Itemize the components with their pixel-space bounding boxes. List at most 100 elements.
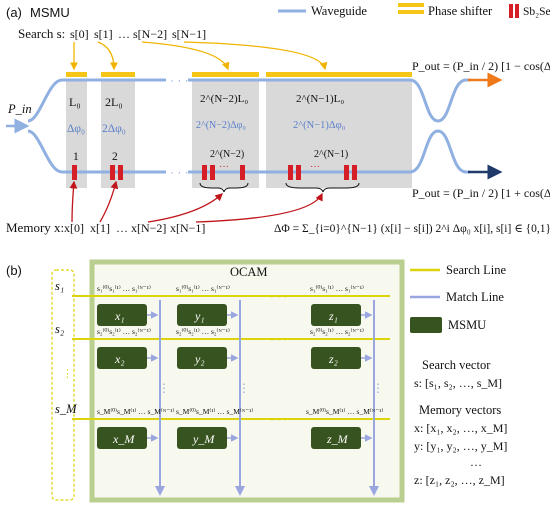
sb-cell [72,165,77,180]
msmu-box [311,304,361,326]
memory-arrow-n1 [195,192,323,223]
search-input-column [51,269,75,501]
dphi-1: 2Δφ₀ [102,123,126,135]
msmu-label-x2: x₂ [114,352,125,366]
cell-count-n2: 2^(N−2) [210,149,244,160]
svg-text:· · ·: · · · [270,291,287,303]
search-bit-1: s[1] [94,27,113,41]
search-input-sm: s_M [55,402,77,416]
msmu-box [311,427,361,449]
sb-cells: ··· ··· [72,161,357,180]
memory-label: Memory x: [6,220,64,235]
panel-a-legend: Waveguide Phase shifter Sb₂Se₃ cell [278,3,550,18]
msmu-label-z1: z₁ [328,309,338,323]
memory-bit-1: x[1] [90,221,110,235]
msmu-legend-label: MSMU [448,318,486,332]
memory-vector-ellipsis: … [470,455,482,469]
search-vector: s: [s₁, s₂, …, s_M] [414,376,502,390]
sb-cell [118,165,123,180]
search-arrow-n2 [141,41,230,71]
panel-b: (b) OCAM s₁ s₂ s_M ⋮ s₁⁽⁰⁾s₁⁽¹⁾ … s₁⁽ᴺ⁻¹… [6,259,507,503]
msmu-label-y1: y₁ [194,309,205,323]
phase-shifter-0 [66,72,87,77]
svg-text:s₂⁽⁰⁾s₂⁽¹⁾ … s₂⁽ᴺ⁻¹⁾: s₂⁽⁰⁾s₂⁽¹⁾ … s₂⁽ᴺ⁻¹⁾ [176,327,230,336]
sb-cell [352,165,357,180]
msmu-box [177,304,227,326]
cell-count-0: 1 [73,151,79,163]
search-label: Search s: [18,26,65,41]
panel-b-legend: Search Line Match Line MSMU [410,263,506,333]
svg-text:s₁⁽⁰⁾s₁⁽¹⁾ … s₁⁽ᴺ⁻¹⁾: s₁⁽⁰⁾s₁⁽¹⁾ … s₁⁽ᴺ⁻¹⁾ [310,284,364,293]
svg-text:s₂⁽⁰⁾s₂⁽¹⁾ … s₂⁽ᴺ⁻¹⁾: s₂⁽⁰⁾s₂⁽¹⁾ … s₂⁽ᴺ⁻¹⁾ [97,327,151,336]
waveguide-legend-label: Waveguide [311,4,367,18]
cell-legend-swatch [509,4,513,18]
memory-vector-y: y: [y₁, y₂, …, y_M] [414,439,507,453]
sb-cell [202,165,207,180]
search-input-s2: s₂ [55,322,65,336]
svg-text:s_M⁽⁰⁾s_M⁽¹⁾ … s_M⁽ᴺ⁻¹⁾: s_M⁽⁰⁾s_M⁽¹⁾ … s_M⁽ᴺ⁻¹⁾ [97,407,174,416]
search-bit-n1: s[N−1] [172,27,206,41]
svg-text:⋮: ⋮ [158,381,170,395]
msmu-label-zm: z_M [326,432,349,446]
msmu-label-z2: z₂ [328,352,338,366]
search-vector-title: Search vector [422,358,491,372]
memory-vectors-title: Memory vectors [419,403,501,417]
memory-bit-n1: x[N−1] [170,221,205,235]
waveguide-ellipsis-bottom: · · · [170,165,189,179]
svg-text:· · ·: · · · [270,334,287,346]
msmu-title: MSMU [30,5,70,20]
memory-vector-x: x: [x₁, x₂, …, x_M] [414,421,507,435]
msmu-box [97,304,147,326]
msmu-label-x1: x₁ [114,309,125,323]
phase-shifter-n1 [266,72,412,77]
svg-text:s_M⁽⁰⁾s_M⁽¹⁾ … s_M⁽ᴺ⁻¹⁾: s_M⁽⁰⁾s_M⁽¹⁾ … s_M⁽ᴺ⁻¹⁾ [306,407,383,416]
sb-cell [240,165,245,180]
output-bottom-formula: P_out = (P_in / 2) [1 + cos(ΔΦ)] [412,186,550,200]
phase-shifter-legend-swatch [398,3,424,7]
memory-arrow-0 [69,180,78,223]
panel-a: (a) MSMU Waveguide Phase shifter Sb₂Se₃ … [6,3,550,235]
sb-cell [210,165,215,180]
msmu-label-y2: y₂ [194,352,205,366]
length-1: 2L₀ [105,95,123,109]
output-top-formula: P_out = (P_in / 2) [1 − cos(ΔΦ)] [412,59,550,73]
length-n2: 2^(N−2)L₀ [200,93,248,105]
search-input-ellipsis: ⋮ [62,368,73,380]
sb-cell [344,165,349,180]
memory-arrow-n2 [147,193,223,223]
msmu-box [177,427,227,449]
sb-cell [296,165,301,180]
panel-b-label: (b) [6,263,22,278]
stage-block-0 [66,80,87,188]
svg-text:···: ··· [310,161,320,172]
msmu-label-xm: x_M [112,432,135,446]
svg-text:s₁⁽⁰⁾s₁⁽¹⁾ … s₁⁽ᴺ⁻¹⁾: s₁⁽⁰⁾s₁⁽¹⁾ … s₁⁽ᴺ⁻¹⁾ [176,284,230,293]
msmu-legend-swatch [410,317,442,333]
phase-shifter-legend-label: Phase shifter [428,4,493,18]
svg-text:···: ··· [219,161,229,172]
memory-arrow-1 [99,180,119,223]
search-input-s1: s₁ [55,279,64,293]
search-arrow-1 [97,41,118,71]
sb-cell [110,165,115,180]
brace-n1 [285,182,360,193]
search-arrow-n1 [183,41,328,71]
msmu-box [97,347,147,369]
delta-phi-formula: ΔΦ = Σ_{i=0}^{N−1} (x[i] − s[i]) 2^i Δφ₀… [274,223,550,235]
svg-text:· · ·: · · · [270,414,287,426]
dphi-0: Δφ₀ [67,123,85,135]
waveguide-ellipsis-top: · · · [170,73,189,87]
search-bit-0: s[0] [70,27,89,41]
search-bit-n2: … s[N−2] [118,27,167,41]
svg-text:s₁⁽⁰⁾s₁⁽¹⁾ … s₁⁽ᴺ⁻¹⁾: s₁⁽⁰⁾s₁⁽¹⁾ … s₁⁽ᴺ⁻¹⁾ [97,284,151,293]
phase-shifter-n2 [192,72,259,77]
bottom-waveguide [27,129,166,174]
svg-text:⋮: ⋮ [238,381,250,395]
ocam-row-1: s₁⁽⁰⁾s₁⁽¹⁾ … s₁⁽ᴺ⁻¹⁾ s₁⁽⁰⁾s₁⁽¹⁾ … s₁⁽ᴺ⁻¹… [97,284,373,326]
length-0: L₀ [69,95,81,109]
search-line-legend-label: Search Line [446,263,506,277]
cell-count-n1: 2^(N−1) [314,149,348,160]
cell-count-1: 2 [112,151,118,163]
memory-bit-n2: … x[N−2] [116,221,166,235]
